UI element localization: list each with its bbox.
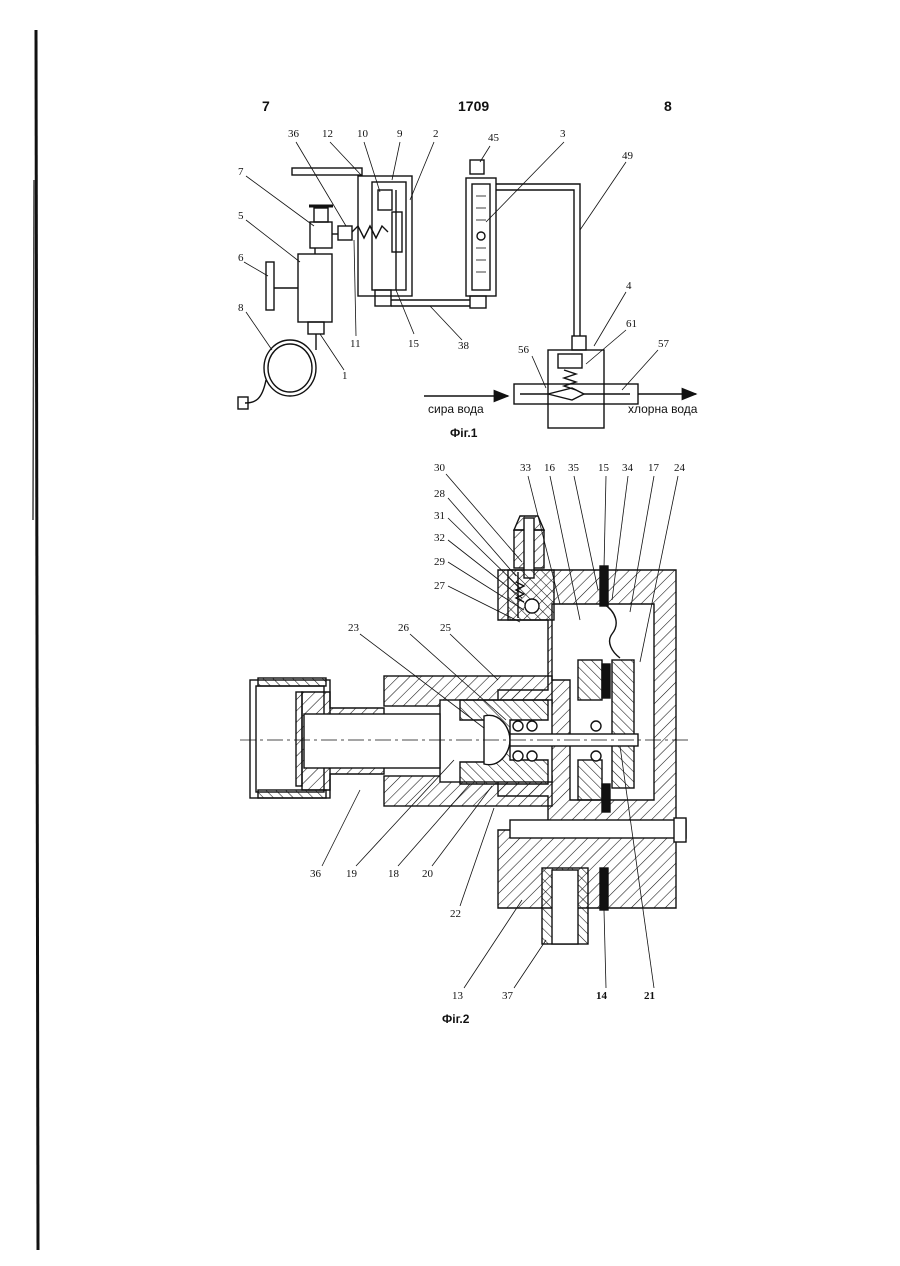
figure-2-caption: Фіг.2 [442,1012,469,1026]
fig2-callout-21: 21 [644,990,655,1002]
fig2-callout-16: 16 [544,462,555,474]
membrane-14 [600,868,608,910]
fig2-callout-29: 29 [434,556,445,568]
fig2-callout-24: 24 [674,462,685,474]
fig2-callout-31: 31 [434,510,445,522]
fig2-callout-20: 20 [422,868,433,880]
fig2-callout-18: 18 [388,868,399,880]
fig2-callout-19: 19 [346,868,357,880]
fig2-callout-32: 32 [434,532,445,544]
fig2-callout-25: 25 [440,622,451,634]
fig2-callout-15: 15 [598,462,609,474]
fig2-callout-14: 14 [596,990,607,1002]
fig2-callout-36: 36 [310,868,321,880]
fig2-callout-27: 27 [434,580,445,592]
fig2-callout-33: 33 [520,462,531,474]
bolt-22 [510,820,686,838]
fig2-callout-13: 13 [452,990,463,1002]
fig2-callout-37: 37 [502,990,513,1002]
fig2-callout-28: 28 [434,488,445,500]
fig2-callout-34: 34 [622,462,633,474]
fig2-callout-22: 22 [450,908,461,920]
fig2-callout-23: 23 [348,622,359,634]
fig2-callout-17: 17 [648,462,659,474]
fig2-callout-30: 30 [434,462,445,474]
fig2-callout-35: 35 [568,462,579,474]
fig2-callout-26: 26 [398,622,409,634]
membrane-15 [600,566,608,606]
